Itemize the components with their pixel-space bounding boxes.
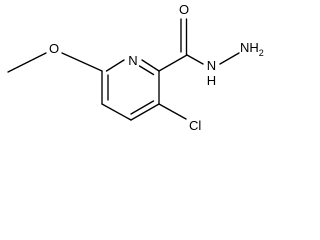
bond-c3-cl [158, 103, 187, 120]
bond-methoxy-o-ch3 [7, 52, 47, 73]
methoxy-oxygen-label: O [49, 41, 59, 56]
terminal-amine-label: NH2 [240, 40, 264, 58]
bond-c6-methoxy-o [61, 52, 103, 72]
ring-double-bond-n1-c2 [138, 65, 155, 76]
bond-nh-nh2 [219, 52, 240, 65]
amide-hydrogen-label: H [207, 73, 216, 88]
ring-bond-c6-n1 [105, 59, 125, 72]
ring-bond-c4-c5 [101, 103, 132, 121]
carbonyl-oxygen-label: O [179, 2, 189, 17]
chemical-structure: N O N H NH2 O Cl [7, 2, 264, 133]
ring-bond-n1-c2 [141, 59, 160, 72]
ring-bond-c3-c4 [130, 103, 160, 121]
bond-c2-carbonyl-c [158, 54, 188, 72]
chlorine-label: Cl [189, 118, 201, 133]
ring-nitrogen-label: N [128, 53, 137, 68]
ring-double-bond-c3-c4 [130, 100, 155, 115]
bond-carbonyl-c-nh [186, 54, 204, 65]
amide-nitrogen-label: N [207, 58, 216, 73]
